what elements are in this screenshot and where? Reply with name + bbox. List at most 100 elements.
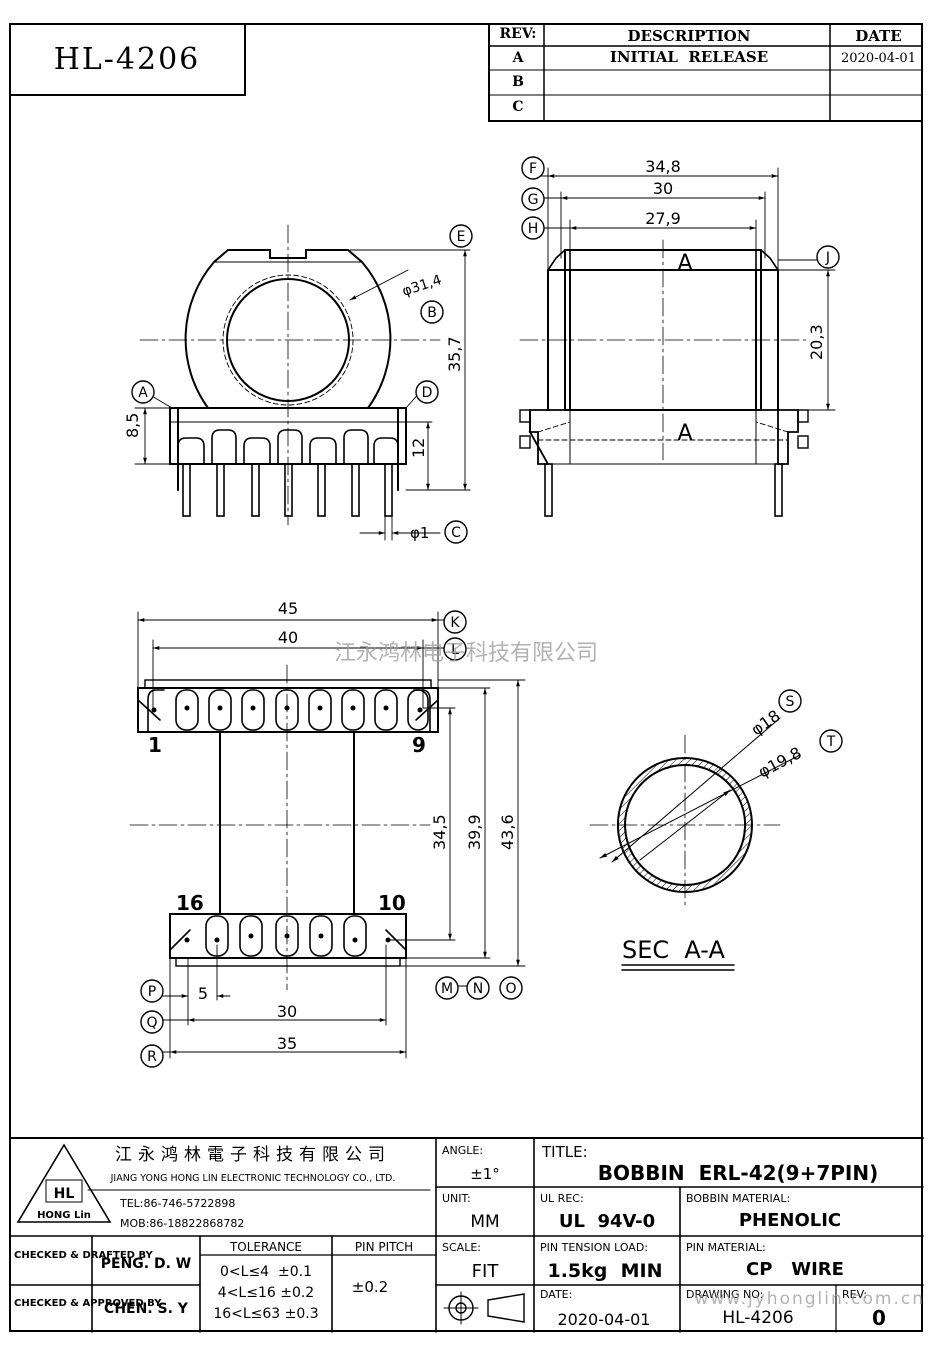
date-value: 2020-04-01 [558,1310,651,1329]
dim-front-pin-length: 12 [409,438,428,458]
pin-pitch-label: PIN PITCH [355,1240,413,1254]
svg-text:N: N [473,981,483,997]
dim-bottom-5: 5 [198,984,208,1003]
rev-value: 0 [872,1306,886,1330]
svg-text:M: M [441,981,453,997]
tolerance-row-3: 16<L≤63 ±0.3 [213,1306,318,1322]
callout-labels: A B C D E F G H J K L M N O P Q R S T [131,156,843,1068]
date-header: DATE [855,27,902,45]
svg-text:D: D [422,385,433,401]
company-name-cn: 江永鸿林電子科技有限公司 [115,1145,391,1165]
svg-text:O: O [505,981,516,997]
pin-label-10: 10 [378,891,406,915]
title-block-text: 江永鸿林電子科技有限公司 JIANG YONG HONG LIN ELECTRO… [14,1143,925,1330]
pin-label-9: 9 [412,733,426,757]
callout-s: S [778,689,802,713]
bobbin-material-label: BOBBIN MATERIAL: [686,1192,790,1205]
svg-text:C: C [451,525,461,541]
dim-front-pin-dia: φ1 [410,524,429,542]
title-label: TITLE: [541,1143,588,1161]
callout-r: R [140,1044,164,1068]
dim-bottom-39-9: 39,9 [465,814,484,850]
scale-value: FIT [472,1261,500,1282]
callout-d: D [415,380,439,404]
title-value: BOBBIN ERL-42(9+7PIN) [598,1161,879,1185]
scale-label: SCALE: [442,1241,481,1254]
callout-t: T [819,729,843,753]
callout-e: E [449,224,473,248]
revision-table: REV: DESCRIPTION DATE A INITIAL RELEASE … [488,24,923,122]
drafter-name: PENG. D. W [101,1256,191,1272]
angle-value: ±1° [470,1165,500,1183]
checked-approved-label: CHECKED & APPROVED BY [14,1298,162,1309]
pin-tension-label: PIN TENSION LOAD: [540,1241,648,1254]
pin-material-value: CP WIRE [746,1259,844,1280]
pin-tension-value: 1.5kg MIN [547,1260,662,1282]
svg-text:A: A [138,385,148,401]
rev-row-c: C [512,99,524,115]
section-view [589,717,801,971]
watermark-center: 江永鸿林电子科技有限公司 [334,641,598,666]
svg-text:F: F [529,161,537,177]
tolerance-row-1: 0<L≤4 ±0.1 [220,1264,312,1280]
drawing-frame [9,23,923,1332]
dim-side-20-3: 20,3 [807,324,826,360]
title-block-grid [9,1137,924,1333]
dim-front-base: 8,5 [123,413,142,438]
callout-n: N [466,976,490,1000]
section-title: SEC A-A [622,936,725,964]
revision-table-grid [488,24,923,120]
dim-bottom-34-5: 34,5 [430,814,449,850]
dim-side-27-9: 27,9 [645,209,681,228]
svg-text:Q: Q [146,1015,157,1031]
watermark-bottom: www.jyhonglin.com.cn [694,1289,925,1309]
dim-bottom-30: 30 [277,1002,297,1021]
dim-bottom-45: 45 [278,599,298,618]
drawing-no-value: HL-4206 [722,1308,793,1328]
svg-text:G: G [528,192,539,208]
callout-g: G [521,187,545,211]
angle-label: ANGLE: [442,1144,483,1157]
dim-front-height: 35,7 [445,336,464,372]
svg-text:R: R [147,1049,157,1065]
dim-bottom-43-6: 43,6 [498,814,517,850]
unit-label: UNIT: [442,1192,471,1205]
svg-text:B: B [427,305,437,321]
callout-c: C [444,520,468,544]
rev-row-a-desc: INITIAL RELEASE [609,48,769,66]
section-mark-top: A [677,251,692,276]
svg-text:S: S [786,694,795,710]
section-mark-bottom: A [677,421,692,446]
bottom-view [129,611,526,1059]
callout-j: J [816,245,840,269]
bobbin-material-value: PHENOLIC [739,1210,841,1231]
pin-label-1: 1 [148,733,162,757]
callout-h: H [521,216,545,240]
front-view [134,224,471,541]
svg-text:H: H [528,221,539,237]
pin-pitch-value: ±0.2 [352,1278,388,1296]
rev-label: REV: [842,1288,867,1301]
rev-row-a: A [512,50,524,66]
svg-text:L: L [451,642,459,658]
mob: MOB:86-18822868782 [120,1217,244,1230]
dim-front-diameter: φ31,4 [400,272,443,300]
svg-text:P: P [148,984,156,1000]
svg-text:K: K [450,615,460,631]
logo-sub: HONG Lin [37,1210,91,1221]
ul-value: UL 94V-0 [559,1211,655,1232]
callout-o: O [499,976,523,1000]
callout-f: F [521,156,545,180]
company-name-en: JIANG YONG HONG LIN ELECTRONIC TECHNOLOG… [110,1173,396,1184]
tolerance-row-2: 4<L≤16 ±0.2 [218,1285,314,1301]
svg-text:E: E [457,229,466,245]
section-view-labels: φ18 φ19,8 SEC A-A [622,706,805,964]
callout-q: Q [140,1010,164,1034]
date-label: DATE: [540,1288,572,1301]
tolerance-label: TOLERANCE [229,1240,302,1254]
dim-bottom-35: 35 [277,1034,297,1053]
callout-a: A [131,380,155,404]
dim-side-30: 30 [653,179,673,198]
callout-b: B [420,300,444,324]
